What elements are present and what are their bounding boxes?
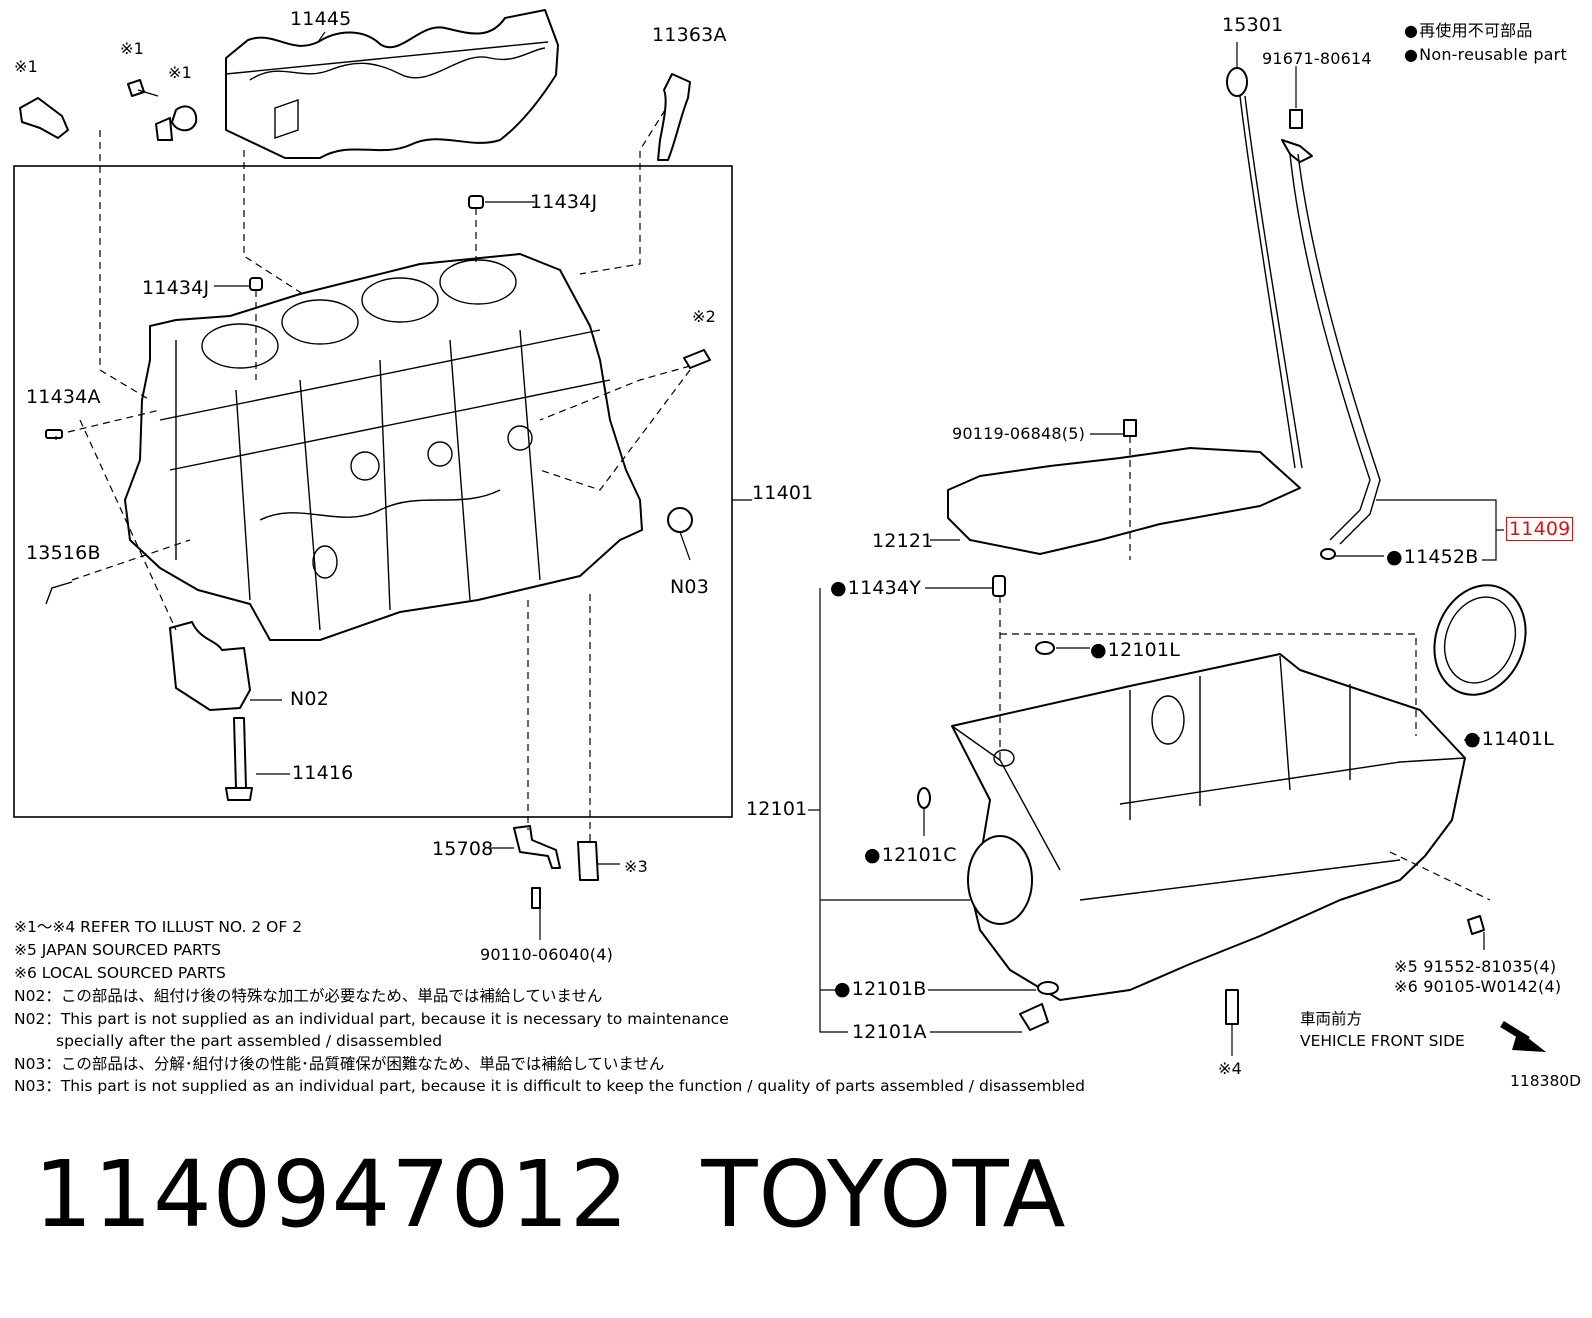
callout-90110[interactable]: 90110-06040(4) bbox=[480, 945, 614, 964]
oil-pan-12101-drawing bbox=[917, 575, 1485, 1031]
drawing-id: 118380D bbox=[1510, 1072, 1582, 1090]
callout-11452B[interactable]: 11452B bbox=[1386, 546, 1478, 568]
bearing-cap-N02-drawing bbox=[169, 621, 253, 801]
callout-12101C[interactable]: 12101C bbox=[864, 844, 957, 866]
callout-15708[interactable]: 15708 bbox=[432, 838, 494, 860]
ref-mark-1a: ※1 bbox=[14, 57, 38, 76]
pin-ref2 bbox=[683, 349, 711, 369]
caption-brand: TOYOTA bbox=[701, 1141, 1067, 1248]
note-N03-jp: N03：この部品は、分解･組付け後の性能･品質確保が困難なため、単品では補給して… bbox=[14, 1055, 665, 1073]
plug-ref3 bbox=[577, 841, 599, 881]
callout-90105[interactable]: ※6 90105-W0142(4) bbox=[1394, 977, 1562, 996]
callout-91671[interactable]: 91671-80614 bbox=[1262, 49, 1372, 68]
bolt-90110 bbox=[531, 887, 541, 909]
callout-12101L[interactable]: 12101L bbox=[1090, 639, 1180, 661]
callout-11434A[interactable]: 11434A bbox=[26, 386, 101, 408]
callout-15301[interactable]: 15301 bbox=[1222, 14, 1284, 36]
vehicle-front-jp: 車両前方 bbox=[1300, 1010, 1363, 1028]
leader-lines bbox=[55, 31, 1504, 1056]
callout-90119[interactable]: 90119-06848(5) bbox=[952, 424, 1086, 443]
dipstick-drawing bbox=[1226, 67, 1381, 560]
highlighted-part-11409[interactable]: 11409 bbox=[1506, 517, 1574, 541]
cover-11445-drawing bbox=[225, 9, 559, 159]
ref-mark-3: ※3 bbox=[624, 857, 648, 876]
callout-12101[interactable]: 12101 bbox=[746, 798, 808, 820]
bolt-90119 bbox=[1123, 419, 1137, 437]
cylinder-block-drawing bbox=[124, 253, 693, 641]
vehicle-front-arrow bbox=[1500, 1021, 1546, 1052]
callout-11363A[interactable]: 11363A bbox=[652, 24, 727, 46]
pin-11434A bbox=[45, 429, 63, 439]
callout-N03[interactable]: N03 bbox=[670, 576, 709, 598]
callout-13516B[interactable]: 13516B bbox=[26, 542, 101, 564]
note-N03-en: N03：This part is not supplied as an indi… bbox=[14, 1077, 1085, 1095]
note-N02-en: N02：This part is not supplied as an indi… bbox=[14, 1010, 729, 1028]
note-N02-jp: N02：この部品は、組付け後の特殊な加工が必要なため、単品では補給していません bbox=[14, 987, 603, 1005]
bracket-11363A-drawing bbox=[657, 73, 691, 161]
legend-jp: 再使用不可部品 bbox=[1404, 20, 1533, 42]
callout-91552[interactable]: ※5 91552-81035(4) bbox=[1394, 957, 1557, 976]
callout-11401L[interactable]: 11401L bbox=[1464, 728, 1554, 750]
note-japan-sourced: ※5 JAPAN SOURCED PARTS bbox=[14, 941, 221, 959]
sensors-drawing bbox=[19, 79, 198, 141]
callout-11434J-top[interactable]: 11434J bbox=[530, 191, 598, 213]
dowel-11434J-left bbox=[249, 277, 263, 291]
ref-mark-1c: ※1 bbox=[168, 63, 192, 82]
legend-en: Non-reusable part bbox=[1404, 44, 1567, 66]
callout-N02[interactable]: N02 bbox=[290, 688, 329, 710]
callout-11434J-left[interactable]: 11434J bbox=[142, 277, 210, 299]
jet-15708 bbox=[513, 825, 561, 869]
callout-11445[interactable]: 11445 bbox=[290, 8, 352, 30]
vehicle-front-en: VEHICLE FRONT SIDE bbox=[1300, 1032, 1465, 1050]
ref-mark-2: ※2 bbox=[692, 307, 716, 326]
cylinder-block-frame bbox=[13, 165, 733, 818]
oil-seal-11401L-drawing bbox=[1433, 584, 1527, 696]
part-caption: 1140947012 TOYOTA bbox=[34, 1140, 1067, 1250]
callout-11416[interactable]: 11416 bbox=[292, 762, 354, 784]
callout-11434Y[interactable]: 11434Y bbox=[830, 577, 921, 599]
note-local-sourced: ※6 LOCAL SOURCED PARTS bbox=[14, 964, 226, 982]
baffle-12121-drawing bbox=[947, 447, 1301, 555]
callout-11409[interactable]: 11409 bbox=[1506, 517, 1574, 541]
ref-mark-4: ※4 bbox=[1218, 1059, 1242, 1078]
ref-mark-1b: ※1 bbox=[120, 39, 144, 58]
callout-12101B[interactable]: 12101B bbox=[834, 978, 926, 1000]
dowel-11434J-top bbox=[468, 195, 484, 209]
callout-12101A[interactable]: 12101A bbox=[852, 1021, 927, 1043]
note-ref-illust: ※1～※4 REFER TO ILLUST NO. 2 OF 2 bbox=[14, 918, 303, 936]
pipe-13516B bbox=[45, 581, 73, 605]
caption-part-number: 1140947012 bbox=[34, 1141, 630, 1248]
callout-12121[interactable]: 12121 bbox=[872, 530, 934, 552]
callout-11401[interactable]: 11401 bbox=[752, 482, 814, 504]
note-N02-en-cont: specially after the part assembled / dis… bbox=[56, 1032, 443, 1050]
